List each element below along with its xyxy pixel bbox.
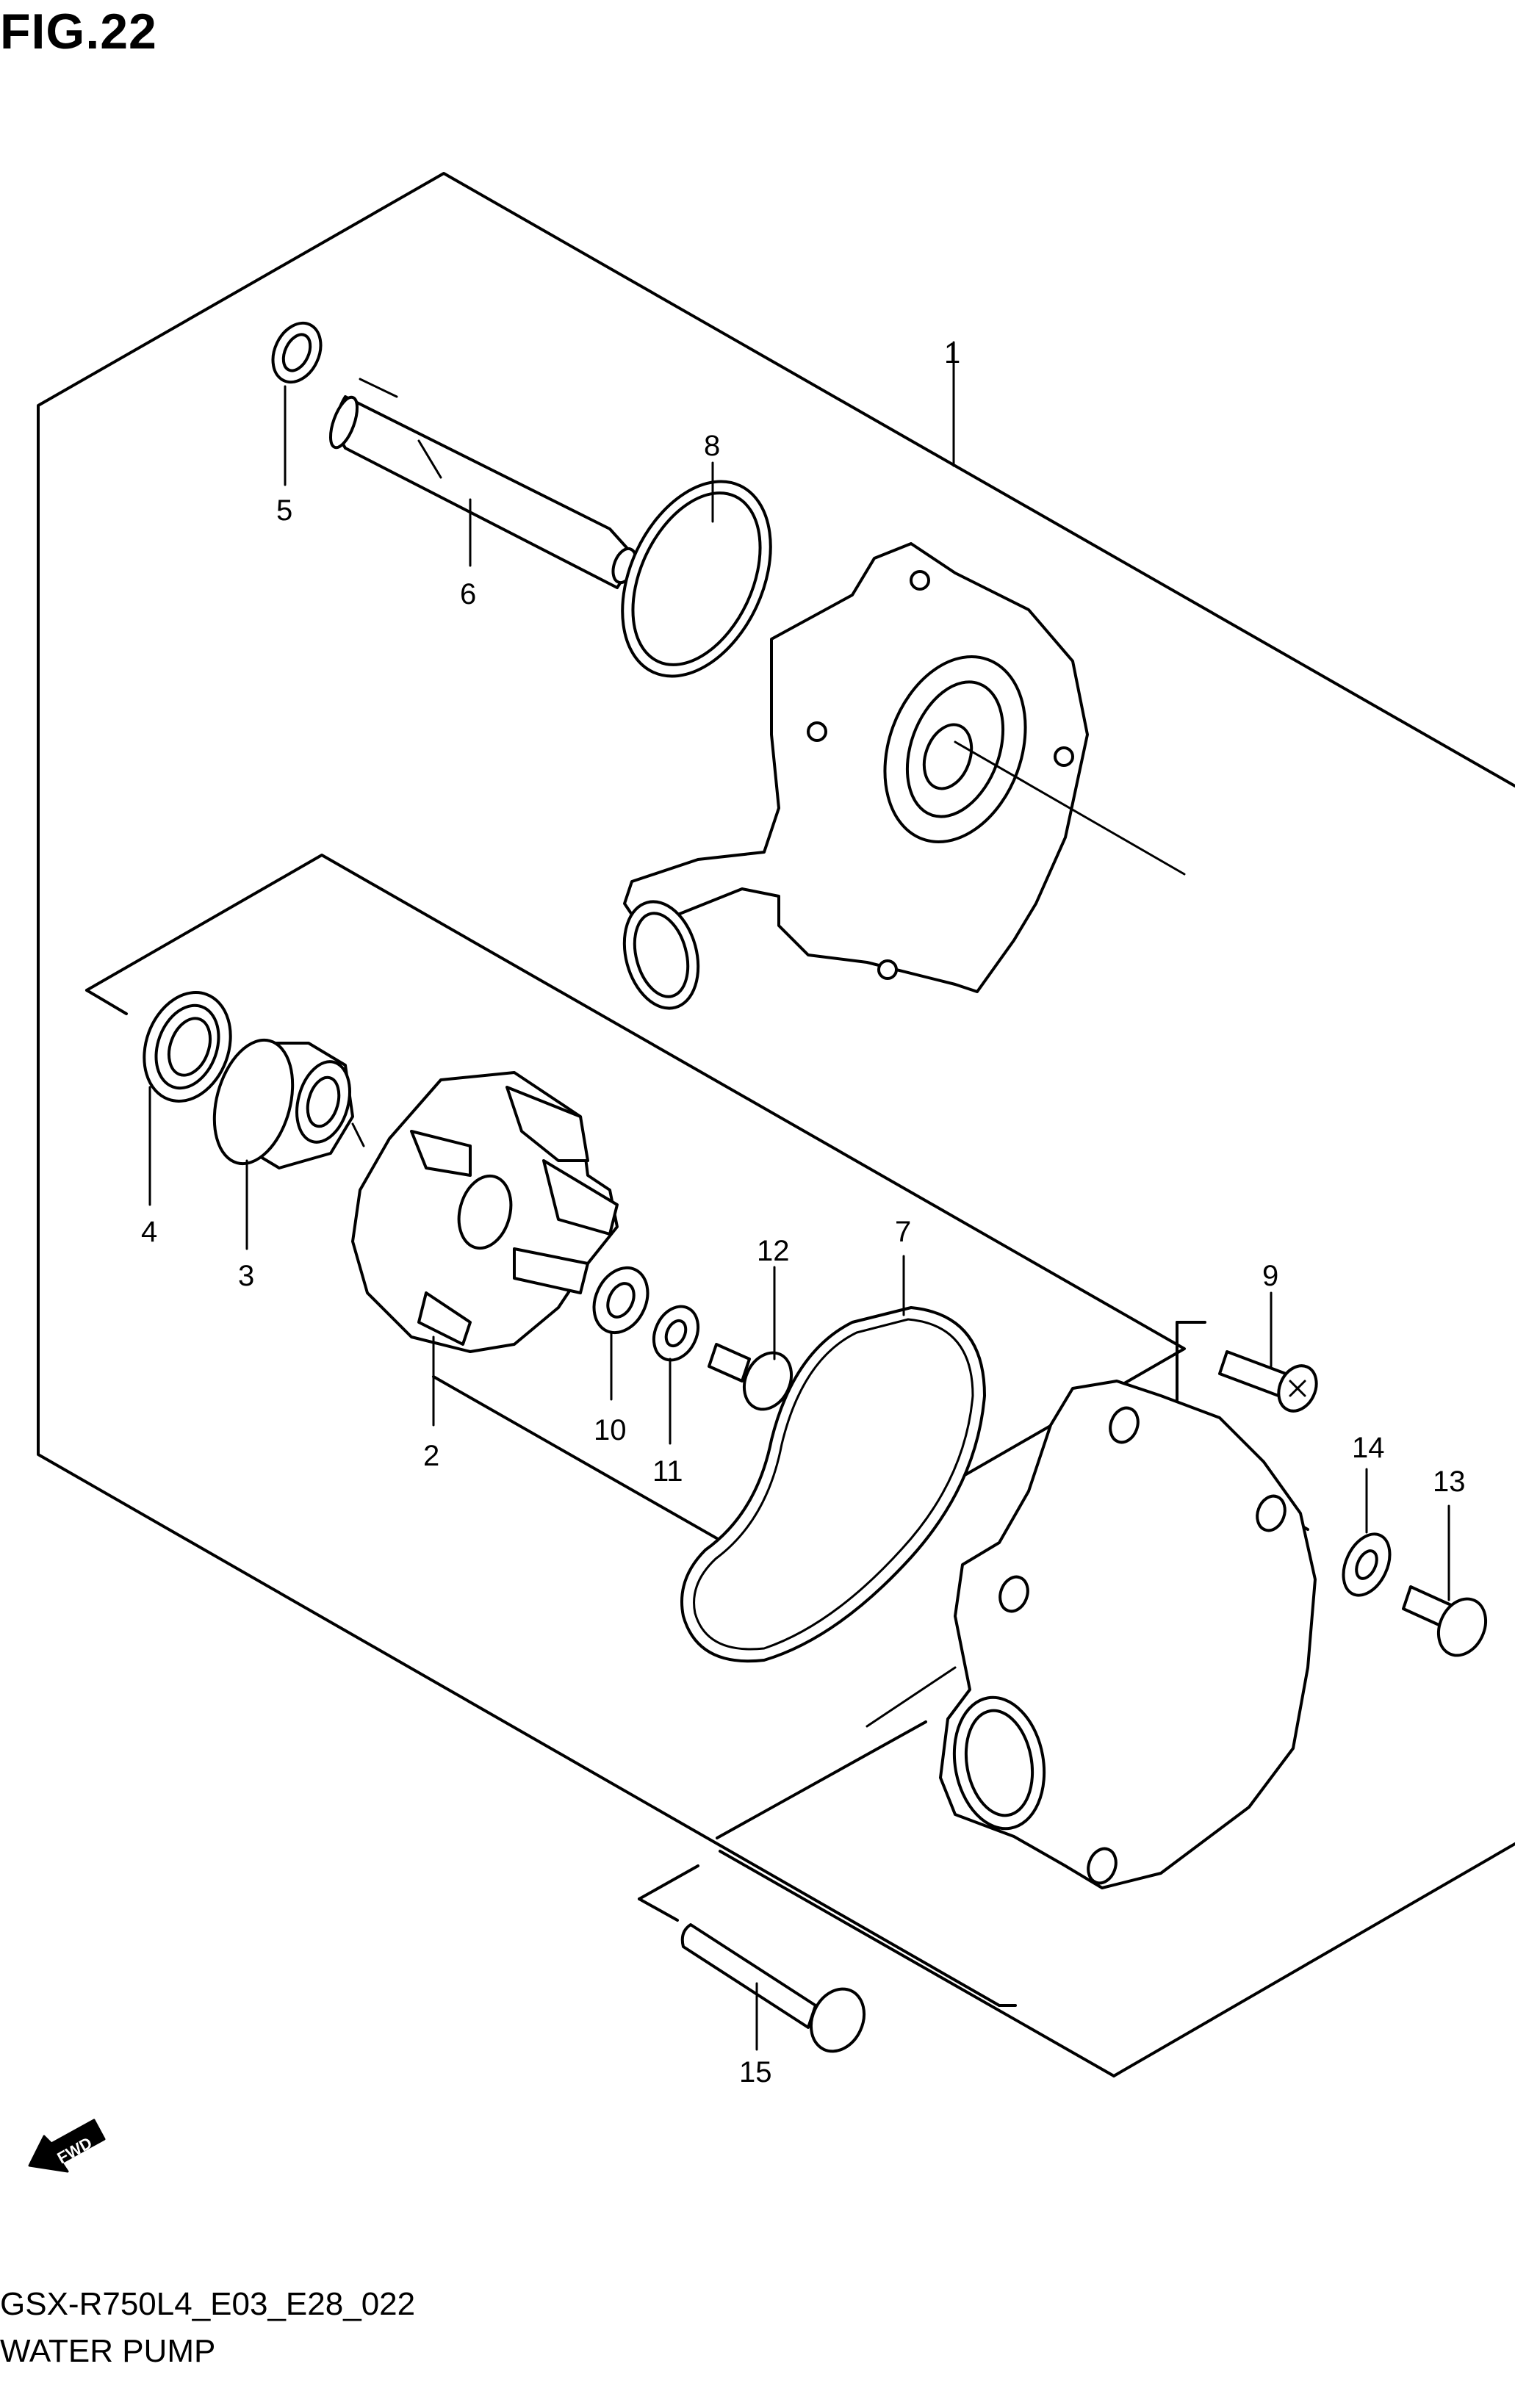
washer-part-5 <box>271 321 323 486</box>
pump-body-part-1 <box>622 341 1186 1010</box>
callout-2: 2 <box>423 1440 439 1472</box>
oil-seal-part-4 <box>143 991 232 1206</box>
callout-11: 11 <box>652 1455 683 1488</box>
washer-part-11 <box>652 1305 700 1445</box>
shaft-part-6 <box>328 378 638 589</box>
gasket-part-7 <box>680 1255 986 1663</box>
callout-14: 14 <box>1352 1432 1385 1464</box>
callout-6: 6 <box>460 578 476 610</box>
assembly-outline <box>37 172 1515 2077</box>
washer-part-14 <box>1342 1468 1392 1597</box>
assembly-name: WATER PUMP <box>0 2333 216 2369</box>
long-bolt-part-15 <box>680 1923 866 2053</box>
callout-12: 12 <box>757 1235 790 1267</box>
forward-arrow-icon: FWD <box>28 2119 106 2173</box>
callout-1: 1 <box>944 337 960 370</box>
washer-part-10 <box>592 1266 649 1401</box>
figure-title: FIG.22 <box>0 4 157 60</box>
screw-part-9 <box>1218 1291 1318 1413</box>
callout-10: 10 <box>594 1414 627 1446</box>
callout-5: 5 <box>276 494 292 527</box>
flange-bolt-part-13 <box>1402 1504 1488 1657</box>
pump-cover <box>866 1380 1317 1889</box>
callout-7: 7 <box>895 1216 911 1248</box>
callout-3: 3 <box>238 1260 254 1292</box>
o-ring-part-8 <box>621 461 772 678</box>
callout-8: 8 <box>704 430 720 462</box>
mechanical-seal-part-3 <box>212 1038 365 1250</box>
impeller-part-2 <box>351 1071 619 1427</box>
callout-4: 4 <box>141 1216 157 1248</box>
callout-13: 13 <box>1433 1466 1466 1498</box>
callout-9: 9 <box>1262 1260 1278 1292</box>
drawing-code: GSX-R750L4_E03_E28_022 <box>0 2286 416 2322</box>
callout-15: 15 <box>739 2056 772 2088</box>
subassembly-outline <box>85 854 1186 1579</box>
